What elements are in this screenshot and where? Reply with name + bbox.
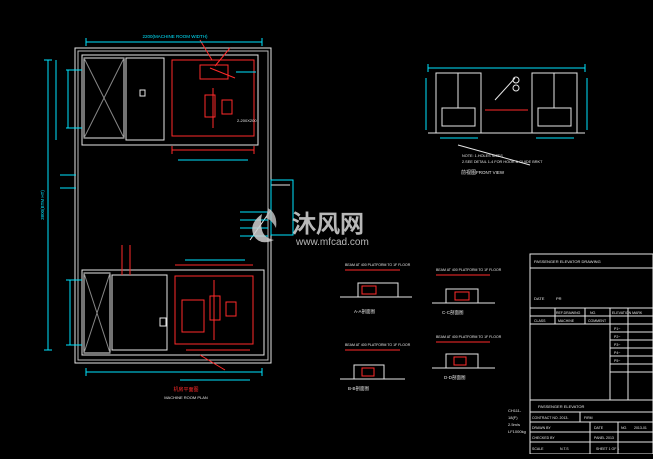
section-d-beam [445,353,479,369]
tb-date-label: DATE [534,296,545,301]
lower-center-block [111,274,168,351]
upper-machine-beam [171,59,255,137]
section-c-note: BEAM AT 400 PLATFORM TO 1F FLOOR [436,268,502,272]
section-b-note: BEAM AT 400 PLATFORM TO 1F FLOOR [345,343,411,347]
tb-class: CLASS [534,319,546,323]
lower-left-machine [83,272,111,354]
shaft-door-opening [270,179,294,236]
section-b-label: B-B剖面图 [348,385,370,392]
tb-date2: DATE [594,426,604,430]
upper-left-machine [83,57,125,139]
tb-no: NO. [621,426,627,430]
outer-wall [74,47,272,364]
section-c-beam [445,288,479,304]
plan-title-cn: 机房平面图 [173,386,198,393]
tb-elev-row-5: P5~ [614,359,620,363]
tb-scale: SCALE [532,447,544,451]
tb-ref-no: NO. [590,311,596,315]
section-d-note: BEAM AT 400 PLATFORM TO 1F FLOOR [436,335,502,339]
lower-room [81,269,265,356]
title-block-header: PASSENGER ELEVATOR DRAWING [534,259,601,264]
machine-room-plan [44,38,294,381]
tb-panel: PANEL 2013 [594,436,614,440]
tb-footer-title: PASSENGER ELEVATOR [538,404,584,409]
tb-elev-row-1: P1~ [614,327,620,331]
spec-line-1: CH111- [508,408,522,413]
watermark: 沐风网 www.mfcad.com [252,208,369,248]
watermark-brand: 沐风网 [292,210,364,238]
tb-firm: FIRM [584,416,593,420]
title-block [529,253,653,455]
tb-machine: MACHINE [558,319,575,323]
tb-elevation-mark: ELEVATION MARK [612,311,643,315]
watermark-logo-icon [252,208,277,243]
tb-date-value: PR [556,296,562,301]
tb-contract: CONTRACT NO. 2013- [532,416,569,420]
upper-room [81,54,259,146]
plan-title-en: MACHINE ROOM PLAN [164,395,208,400]
tb-sheet: SHEET 1 OF 1 [596,447,619,451]
spec-line-3: 2.5m/s [508,422,520,427]
section-a-beam [357,282,399,298]
watermark-url: www.mfcad.com [295,237,369,248]
plan-side-dimension: 3800(BTM HT) [40,190,45,220]
lower-machine-beam [174,275,254,345]
front-view-title-cn: 前视图 [461,169,476,176]
spec-line-4: LF1000kg [508,429,526,434]
front-view-note-2: 2.SEE DETAIL 1-4 FOR HOOK & GUIDE BRKT [462,160,543,164]
section-c-label: C-C剖面图 [442,309,464,316]
spec-line-2: 18(F) [508,415,518,420]
section-a-note: BEAM AT 400 PLATFORM TO 1F FLOOR [345,263,411,267]
plan-top-dimension: 2200(MACHINE ROOM WIDTH) [142,34,208,39]
tb-elev-row-2: P2~ [614,335,620,339]
tb-checked-by: CHECKED BY [532,436,555,440]
tb-ref-drawing: REF.DRAWING [556,311,581,315]
front-view-note-1: NOTE: 1.HOLES SIZES [462,154,503,158]
front-view-title-en: FRONT VIEW [476,170,505,175]
upper-center-block [125,57,165,141]
inner-wall [77,50,269,361]
section-d-label: D-D剖面图 [444,374,466,381]
plan-detail-label: 2-200X200 [237,118,257,123]
front-view-elevation [425,64,588,166]
tb-nts: N.T.S [560,447,569,451]
tb-no-value: 2013-01 [634,426,647,430]
tb-elev-row-3: P3~ [614,343,620,347]
tb-comment: COMMENT [588,319,607,323]
section-a-label: A-A剖面图 [354,308,376,315]
section-b-beam [353,364,385,380]
section-details [340,269,495,380]
tb-drawn-by: DRAWN BY [532,426,551,430]
tb-elev-row-4: P4~ [614,351,620,355]
